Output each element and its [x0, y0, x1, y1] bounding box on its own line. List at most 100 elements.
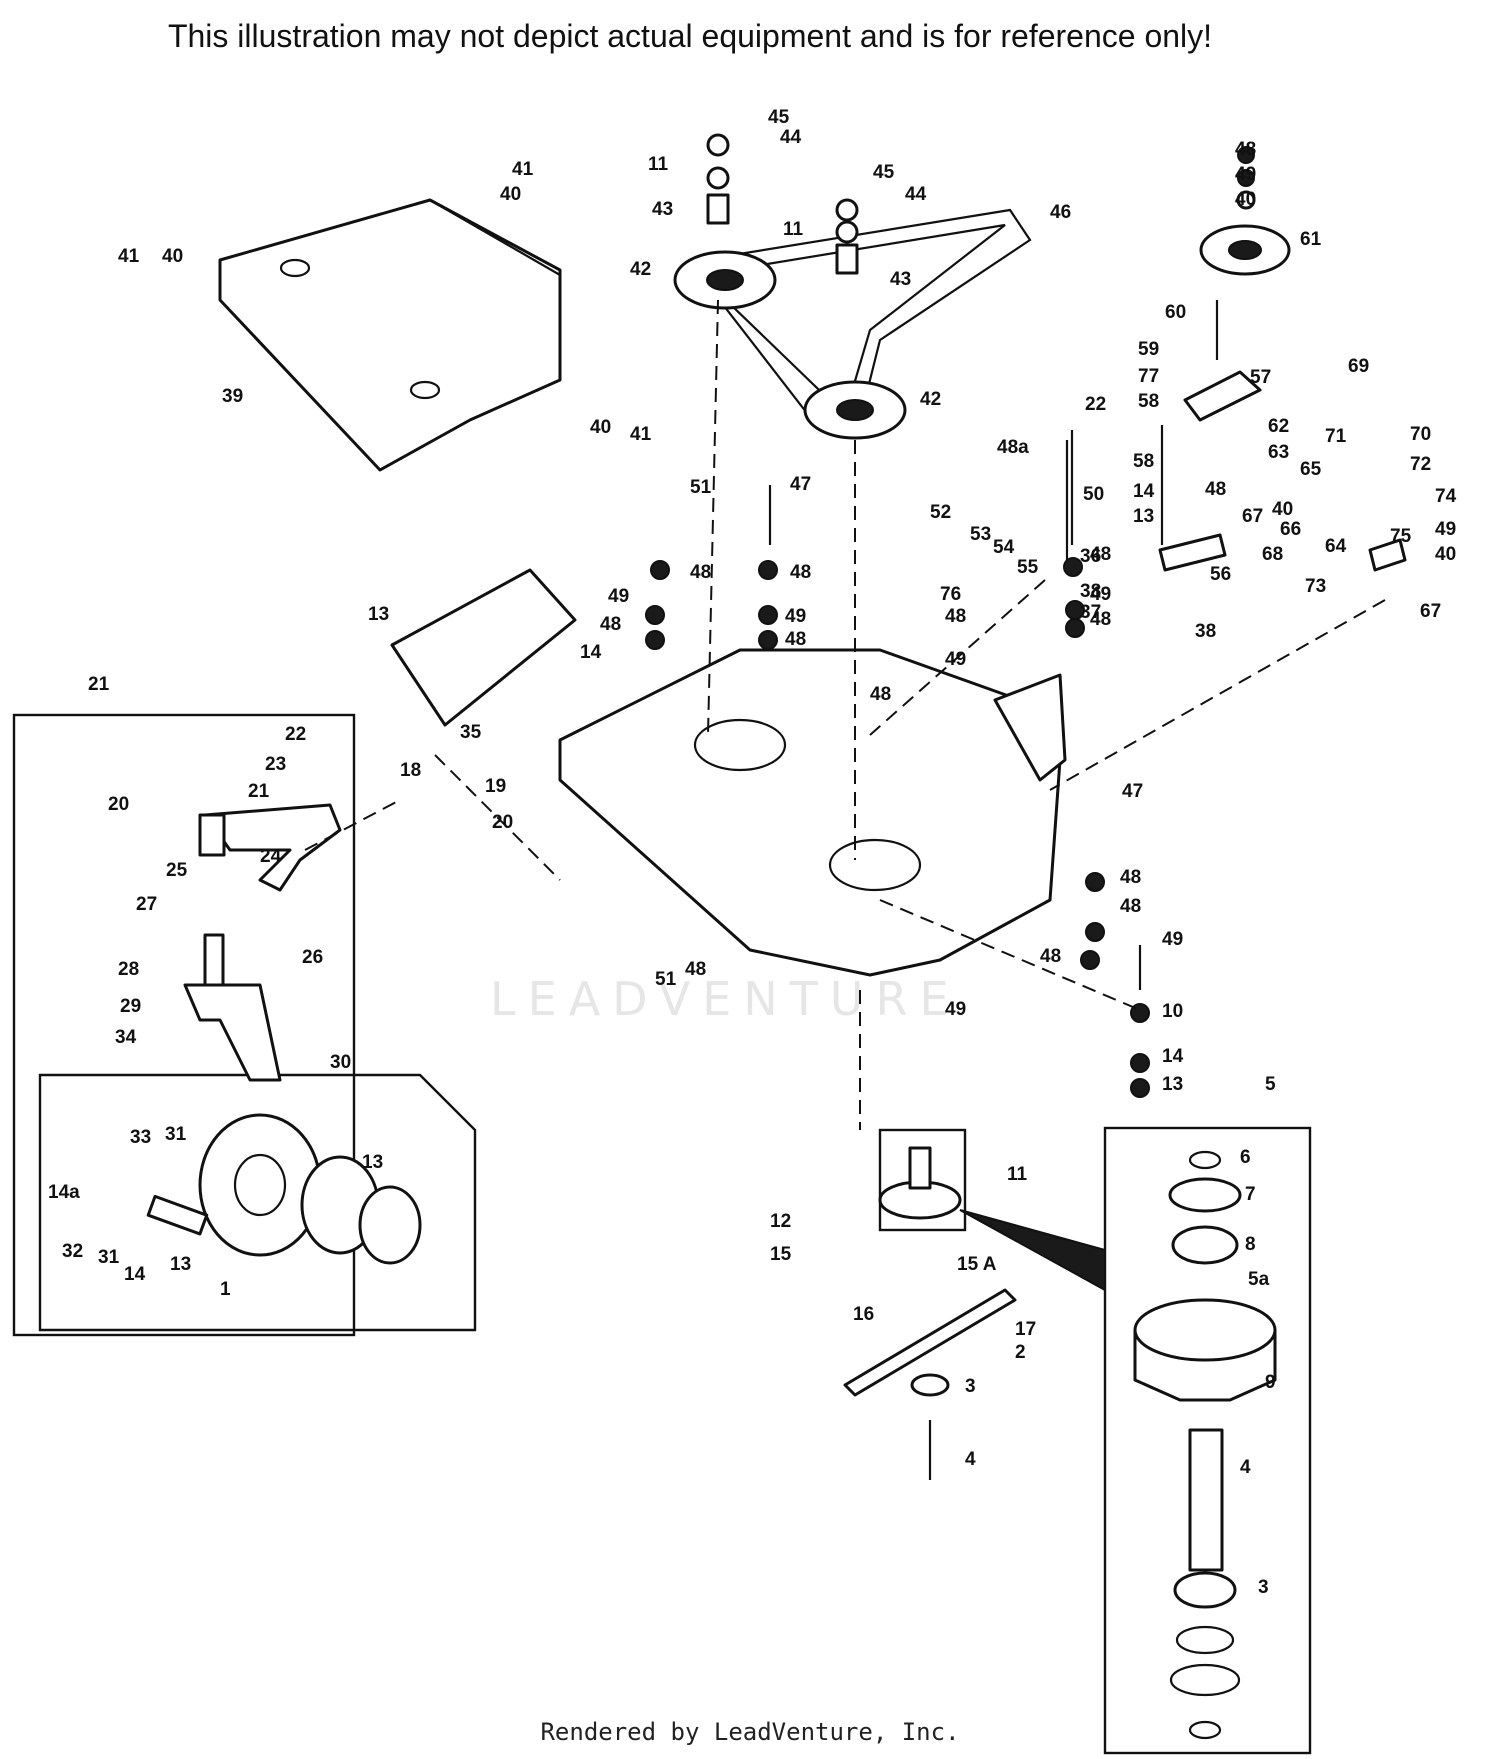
assembly-lines: [304, 299, 1386, 1292]
callout-label: 21: [88, 674, 110, 695]
callout-label: 63: [1268, 442, 1289, 463]
callout-label: 30: [330, 1052, 351, 1073]
callout-label: 45: [768, 107, 790, 128]
callout-label: 56: [1210, 564, 1231, 585]
callout-label: 49: [945, 999, 966, 1020]
callout-label: 2: [1015, 1342, 1026, 1363]
callout-label: 48: [690, 562, 711, 583]
callout-label: 27: [136, 894, 157, 915]
callout-label: 42: [630, 259, 651, 280]
callout-label: 31: [98, 1247, 120, 1268]
callout-label: 48: [790, 562, 811, 583]
callout-label: 13: [362, 1152, 383, 1173]
callout-label: 43: [652, 199, 673, 220]
callout-label: 29: [120, 996, 141, 1017]
callout-label: 32: [62, 1241, 83, 1262]
callout-label: 51: [690, 477, 712, 498]
callout-label: 49: [608, 586, 629, 607]
wheel-subassembly-frame: [38, 1073, 477, 1332]
callout-label: 12: [770, 1211, 791, 1232]
callout-label: 4: [1240, 1457, 1251, 1478]
callout-label: 43: [890, 269, 911, 290]
callout-label: 10: [1162, 1001, 1183, 1022]
callout-label: 41: [512, 159, 534, 180]
callout-label: 72: [1410, 454, 1431, 475]
callout-label: 49: [1162, 929, 1183, 950]
callout-label: 11: [1007, 1164, 1028, 1185]
callout-label: 9: [1265, 1372, 1276, 1393]
callout-label: 49: [1235, 164, 1256, 185]
callout-label: 28: [118, 959, 139, 980]
callout-label: 4: [965, 1449, 976, 1470]
belt-cover: [218, 198, 562, 472]
callout-label: 69: [1348, 356, 1369, 377]
spindle-exploded-parts: [1133, 1150, 1277, 1740]
pulley-right: [1199, 224, 1291, 276]
callout-label: 13: [368, 604, 389, 625]
callout-label: 22: [1085, 394, 1106, 415]
spindle-parts-center: [843, 1146, 1017, 1480]
callout-label: 62: [1268, 416, 1289, 437]
callout-label: 35: [460, 722, 482, 743]
callout-label: 48: [1120, 867, 1141, 888]
callout-label: 61: [1300, 229, 1322, 250]
callout-label: 23: [265, 754, 286, 775]
callout-label: 51: [655, 969, 677, 990]
callout-label: 5a: [1248, 1269, 1270, 1290]
callout-label: 38: [1195, 621, 1216, 642]
callout-label: 74: [1435, 486, 1457, 507]
callout-label: 44: [905, 184, 927, 205]
callout-label: 18: [400, 760, 421, 781]
spindle-assembly-box: [878, 1128, 967, 1232]
callout-label: 48: [685, 959, 706, 980]
callout-label: 40: [590, 417, 611, 438]
callout-label: 33: [130, 1127, 151, 1148]
callout-label: 14: [1133, 481, 1155, 502]
callout-label: 48: [1090, 609, 1111, 630]
callout-label: 5: [1265, 1074, 1276, 1095]
callout-label: 67: [1242, 506, 1263, 527]
callout-label: 53: [970, 524, 991, 545]
callout-label: 65: [1300, 459, 1322, 480]
callout-label: 17: [1015, 1319, 1036, 1340]
callout-label: 68: [1262, 544, 1283, 565]
callout-label: 14: [580, 642, 602, 663]
callout-label: 48: [1040, 946, 1061, 967]
callout-label: 13: [170, 1254, 191, 1275]
callout-label: 20: [492, 812, 513, 833]
discharge-chute: [390, 568, 577, 727]
callout-label: 39: [222, 386, 243, 407]
callout-label: 7: [1245, 1184, 1256, 1205]
mower-deck: [558, 648, 1067, 977]
callout-label: 49: [1435, 519, 1456, 540]
callout-label: 49: [945, 649, 966, 670]
callout-label: 60: [1165, 302, 1186, 323]
callout-label: 26: [302, 947, 323, 968]
callout-label: 73: [1305, 576, 1326, 597]
callout-label: 22: [285, 724, 306, 745]
callout-label: 11: [783, 219, 804, 240]
callout-label: 52: [930, 502, 951, 523]
callout-label: 40: [1235, 189, 1256, 210]
callout-label: 48: [870, 684, 891, 705]
callout-label: 66: [1280, 519, 1301, 540]
idler-arm-parts: [1065, 300, 1407, 572]
callout-label: 41: [630, 424, 652, 445]
callout-label: 1: [220, 1279, 231, 1300]
callout-label: 3: [965, 1376, 976, 1397]
callout-label: 15 A: [957, 1254, 997, 1275]
callout-label: 14a: [48, 1182, 80, 1203]
callout-label: 8: [1245, 1234, 1256, 1255]
callout-label: 54: [993, 537, 1015, 558]
callout-label: 31: [165, 1124, 187, 1145]
callout-label: 21: [248, 781, 270, 802]
callout-label: 42: [920, 389, 941, 410]
callout-label: 49: [1090, 584, 1111, 605]
callout-label: 40: [162, 246, 183, 267]
callout-label: 57: [1250, 367, 1271, 388]
callout-label: 45: [873, 162, 895, 183]
pulley-lower: [803, 380, 907, 440]
callout-label: 38: [1080, 581, 1101, 602]
callout-label: 50: [1083, 484, 1104, 505]
callout-label: 24: [260, 846, 282, 867]
